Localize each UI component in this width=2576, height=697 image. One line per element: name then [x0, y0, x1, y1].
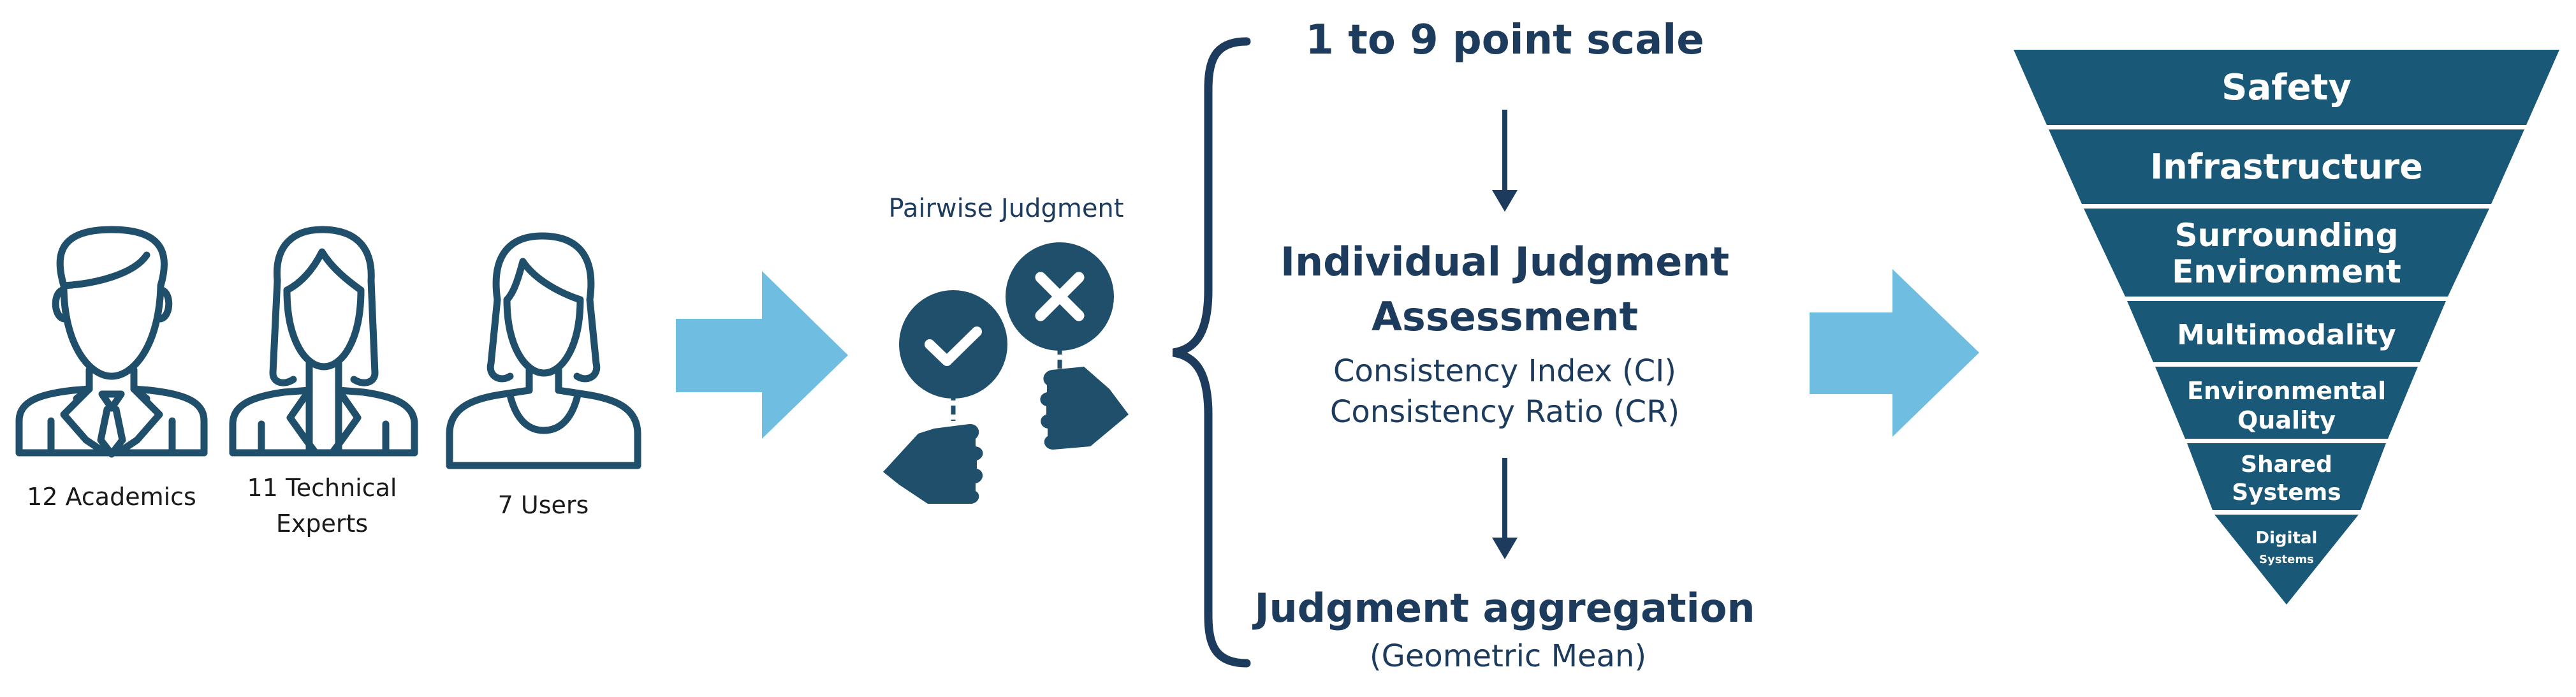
- process-brace: [1172, 37, 1251, 668]
- pyramid-label-shared: Shared: [2241, 451, 2332, 478]
- academics-label: 12 Academics: [27, 483, 196, 511]
- technical-experts-label-line1: 11 Technical: [247, 474, 397, 502]
- right-hand-icon: [1040, 367, 1129, 450]
- pyramid-level-digital-systems: [2214, 515, 2359, 605]
- pyramid-label-safety: Safety: [2221, 67, 2352, 108]
- process-arrow-2: [1492, 458, 1518, 559]
- left-hand-icon: [883, 423, 983, 504]
- consistency-index-label: Consistency Index (CI): [1333, 353, 1676, 389]
- pyramid-level-safety: [2014, 50, 2559, 125]
- pyramid-level-multimodality: [2127, 301, 2446, 362]
- pairwise-judgment-icon: [883, 242, 1129, 504]
- geometric-mean-label: (Geometric Mean): [1370, 638, 1646, 674]
- judgment-aggregation-label: Judgment aggregation: [1252, 585, 1755, 631]
- pyramid-label-multimodality: Multimodality: [2177, 319, 2396, 351]
- academic-person-icon: [15, 226, 208, 458]
- consistency-ratio-label: Consistency Ratio (CR): [1330, 394, 1680, 430]
- pairwise-judgment-title: Pairwise Judgment: [889, 194, 1124, 223]
- pyramid-level-surrounding-environment: [2084, 209, 2489, 297]
- process-arrow-1: [1492, 110, 1518, 212]
- technical-experts-label-line2: Experts: [276, 510, 368, 538]
- pyramid-label-digital: Digital: [2256, 529, 2318, 548]
- pyramid-level-infrastructure: [2049, 129, 2524, 204]
- individual-judgment-label-line2: Assessment: [1372, 293, 1638, 340]
- user-person-icon: [446, 232, 641, 469]
- individual-judgment-label-line1: Individual Judgment: [1280, 238, 1729, 285]
- pyramid-label-environmental: Environmental: [2187, 377, 2386, 405]
- flow-arrow-2: [1810, 269, 1979, 437]
- pyramid-label-quality: Quality: [2237, 406, 2336, 434]
- participant-group: [15, 226, 641, 469]
- pyramid-label-infrastructure: Infrastructure: [2150, 147, 2423, 187]
- flow-arrow-1: [676, 271, 848, 439]
- scale-step-label: 1 to 9 point scale: [1305, 17, 1704, 64]
- pyramid-label-digital-systems: Systems: [2259, 553, 2314, 566]
- technical-expert-person-icon: [229, 226, 418, 457]
- pyramid-label-surrounding: Surrounding: [2175, 217, 2399, 254]
- users-label: 7 Users: [498, 491, 589, 519]
- pyramid-level-environmental-quality: [2155, 367, 2418, 439]
- check-sign-icon: [899, 290, 1007, 399]
- pyramid-level-shared-systems: [2187, 443, 2386, 510]
- pyramid-label-systems: Systems: [2232, 480, 2341, 506]
- criteria-pyramid: [2014, 50, 2559, 605]
- pyramid-label-environment: Environment: [2172, 253, 2401, 290]
